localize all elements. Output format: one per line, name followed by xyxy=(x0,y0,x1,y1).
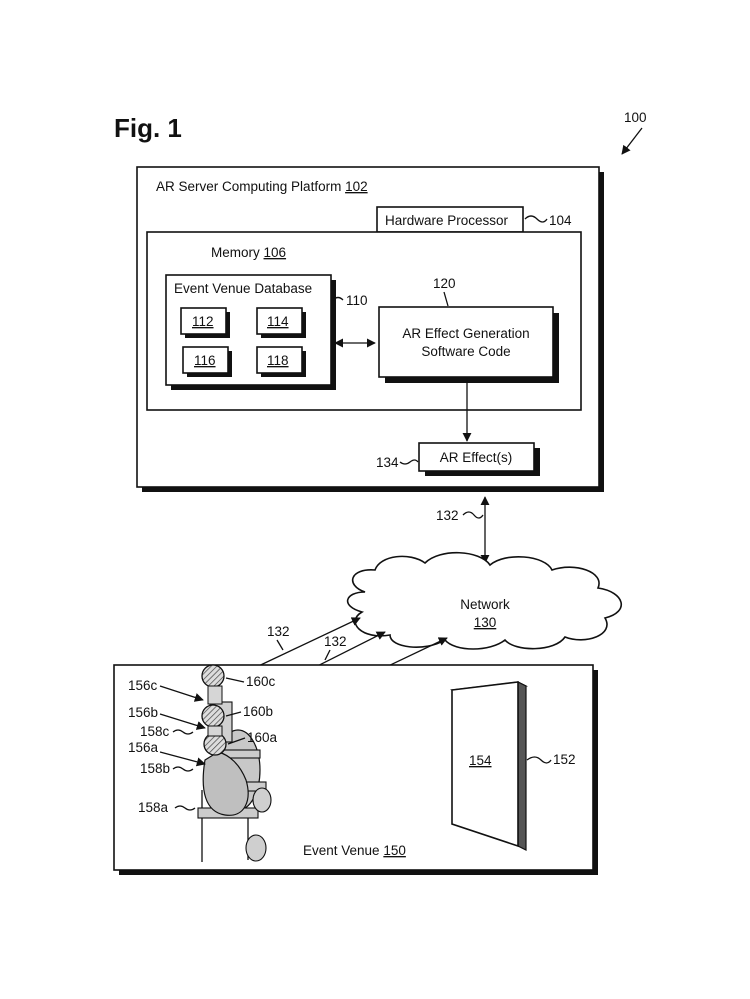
hardware-processor-ref: 104 xyxy=(549,213,572,228)
wall-ref-leader xyxy=(526,756,552,764)
figure-title: Fig. 1 xyxy=(114,113,182,143)
attendee-figures xyxy=(197,664,272,862)
hardware-processor-leader xyxy=(524,215,548,223)
event-venue-database-label: Event Venue Database xyxy=(174,281,312,296)
software-code-ref: 120 xyxy=(433,276,456,291)
ar-effects-ref: 134 xyxy=(376,455,399,470)
entry-114-label: 114 xyxy=(267,314,289,329)
link-ref-b: 132 xyxy=(324,634,347,649)
database-entry-112: 112 xyxy=(180,307,230,338)
ar-effects-label: AR Effect(s) xyxy=(440,450,513,465)
network-ref: 130 xyxy=(474,615,497,630)
link-ref-b-leader xyxy=(324,649,331,661)
system-ref-arrow xyxy=(621,127,643,155)
hardware-processor-box xyxy=(376,206,524,233)
wearable-ref-a: 160a xyxy=(247,730,278,745)
device-b-arrow xyxy=(159,713,206,730)
device-c-arrow xyxy=(159,685,204,702)
wearable-ref-b: 160b xyxy=(243,704,273,719)
database-leader xyxy=(332,296,344,301)
wall-ref: 152 xyxy=(553,752,576,767)
seat-b-leader xyxy=(172,766,194,772)
server-platform-label: AR Server Computing Platform 102 xyxy=(156,179,368,194)
screen-ref: 154 xyxy=(469,753,492,768)
memory-label: Memory 106 xyxy=(211,245,286,260)
database-ref: 110 xyxy=(346,293,368,308)
network-cloud xyxy=(346,551,623,650)
software-code-box xyxy=(378,306,559,383)
hardware-processor-label: Hardware Processor xyxy=(385,213,509,228)
database-entry-114: 114 xyxy=(256,307,306,338)
system-ref-label: 100 xyxy=(624,110,647,125)
device-ref-c: 156c xyxy=(128,678,158,693)
software-code-line1: AR Effect Generation xyxy=(402,326,529,341)
software-code-ref-leader xyxy=(443,291,449,307)
database-entry-116: 116 xyxy=(182,346,232,377)
entry-112-label: 112 xyxy=(192,314,214,329)
link-ref-top-leader xyxy=(462,511,484,519)
memory-ref: 106 xyxy=(264,245,287,260)
wearable-a-leader xyxy=(227,737,246,745)
link-ref-top: 132 xyxy=(436,508,459,523)
ar-effects-leader xyxy=(399,459,419,465)
link-ref-c: 132 xyxy=(267,624,290,639)
seat-a-leader xyxy=(174,805,196,811)
wearable-c-leader xyxy=(225,677,245,683)
seat-ref-a: 158a xyxy=(138,800,169,815)
event-venue-ref: 150 xyxy=(383,843,406,858)
server-platform-ref: 102 xyxy=(345,179,368,194)
software-code-line2: Software Code xyxy=(421,344,510,359)
device-ref-b: 156b xyxy=(128,705,158,720)
display-screen xyxy=(449,681,529,851)
device-ref-a: 156a xyxy=(128,740,159,755)
device-a-arrow xyxy=(159,751,206,767)
link-ref-c-leader xyxy=(276,639,284,651)
wearable-ref-c: 160c xyxy=(246,674,276,689)
event-venue-label: Event Venue 150 xyxy=(303,843,406,858)
database-entry-118: 118 xyxy=(256,346,306,377)
seat-ref-c: 158c xyxy=(140,724,170,739)
entry-116-label: 116 xyxy=(194,353,216,368)
entry-118-label: 118 xyxy=(267,353,289,368)
seat-c-leader xyxy=(172,729,194,735)
ar-effects-box xyxy=(418,442,540,476)
seat-ref-b: 158b xyxy=(140,761,170,776)
wearable-b-leader xyxy=(225,711,242,717)
network-label: Network xyxy=(460,597,510,612)
